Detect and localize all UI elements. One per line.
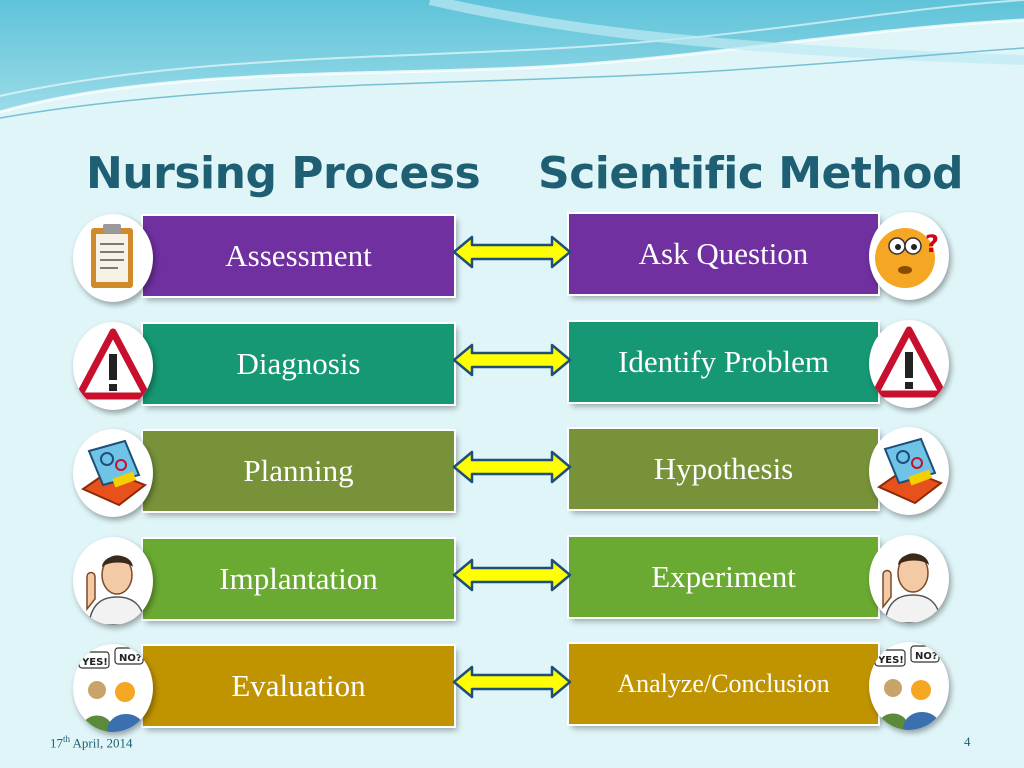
step-label: Hypothesis: [653, 451, 794, 486]
step-label: Identify Problem: [618, 344, 829, 379]
step-box-left: Implantation: [143, 539, 454, 619]
double-arrow-icon: [452, 450, 572, 484]
comparison-row: Diagnosis Identify Problem: [0, 320, 1024, 414]
date-suffix: th: [63, 734, 71, 744]
thinking-man-icon: [869, 535, 949, 623]
question-face-icon: ?: [869, 212, 949, 300]
step-label: Evaluation: [231, 668, 366, 703]
double-arrow-icon: [452, 235, 572, 269]
step-label: Experiment: [651, 559, 796, 594]
page-number: 4: [964, 734, 971, 749]
step-box-right: Analyze/Conclusion: [569, 644, 878, 724]
step-box-right: Ask Question: [569, 214, 878, 294]
step-label: Diagnosis: [236, 346, 361, 381]
double-arrow-icon: [452, 558, 572, 592]
step-box-right: Identify Problem: [569, 322, 878, 402]
yes-no-people-icon: YES! NO?: [869, 642, 949, 730]
clipboard-icon: [73, 214, 153, 302]
step-box-right: Hypothesis: [569, 429, 878, 509]
step-label: Implantation: [219, 561, 378, 596]
footer-date: 17th April, 2014: [50, 734, 133, 751]
thinking-man-icon: [73, 537, 153, 625]
comparison-row: Implantation Experiment: [0, 535, 1024, 629]
step-label: Planning: [243, 453, 354, 488]
step-box-left: Assessment: [143, 216, 454, 296]
comparison-row: Assessment Ask Question ?: [0, 212, 1024, 306]
scientific-method-title: Scientific Method: [538, 148, 963, 199]
double-arrow-icon: [452, 343, 572, 377]
step-label: Analyze/Conclusion: [617, 669, 830, 698]
warning-sign-icon: [73, 322, 153, 410]
warning-sign-icon: [869, 320, 949, 408]
date-rest: April, 2014: [70, 735, 133, 751]
svg-text:NO?: NO?: [119, 653, 142, 664]
comparison-row: Planning Hypothesis: [0, 427, 1024, 521]
step-box-left: Evaluation: [143, 646, 454, 726]
step-label: Assessment: [225, 238, 372, 273]
step-label: Ask Question: [638, 236, 809, 271]
double-arrow-icon: [452, 665, 572, 699]
step-box-right: Experiment: [569, 537, 878, 617]
step-box-left: Planning: [143, 431, 454, 511]
wave-header-decoration: [0, 0, 1024, 119]
plan-book-icon: [73, 429, 153, 517]
svg-text:YES!: YES!: [81, 657, 108, 668]
step-box-left: Diagnosis: [143, 324, 454, 404]
nursing-process-title: Nursing Process: [86, 148, 481, 199]
plan-book-icon: [869, 427, 949, 515]
date-day: 17: [50, 735, 63, 751]
svg-text:YES!: YES!: [877, 655, 904, 666]
svg-text:?: ?: [925, 230, 939, 258]
yes-no-people-icon: YES! NO?: [73, 644, 153, 732]
svg-text:NO?: NO?: [915, 651, 938, 662]
comparison-row: Evaluation Analyze/Conclusion YES! NO? Y…: [0, 642, 1024, 736]
